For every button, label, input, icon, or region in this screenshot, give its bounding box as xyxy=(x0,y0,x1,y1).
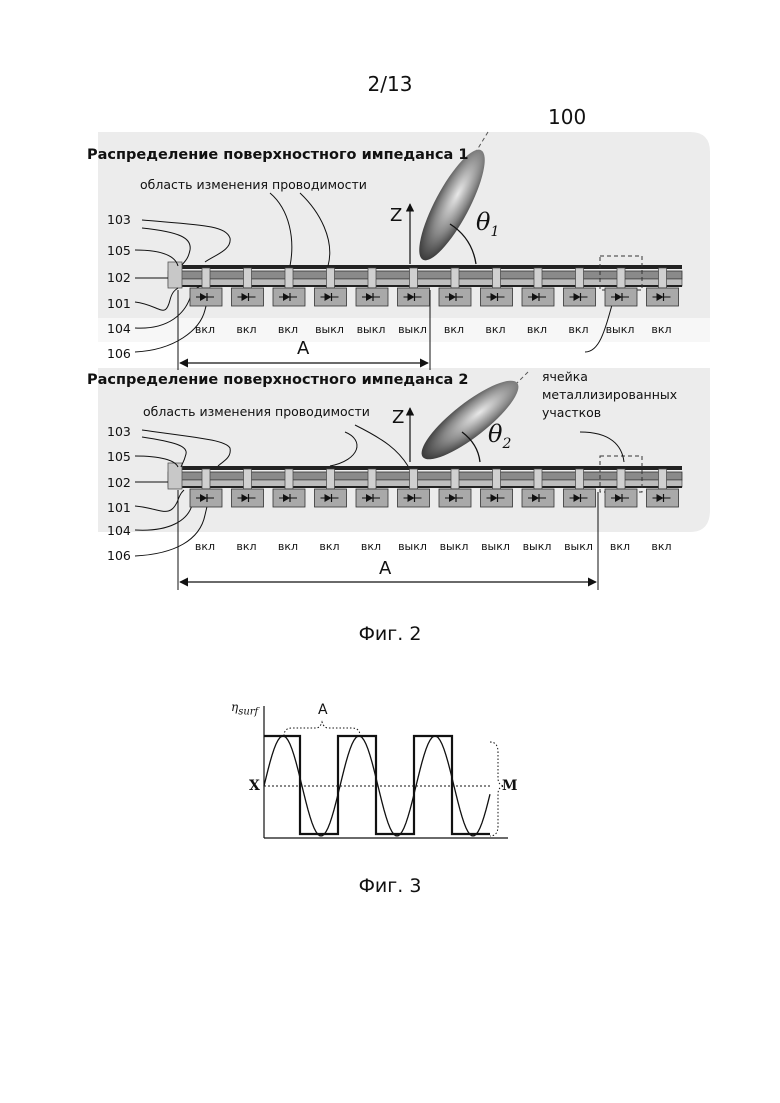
panel1-ref-106: 106 xyxy=(107,346,131,361)
panel2-title: Распределение поверхностного импеданса 2 xyxy=(87,372,468,388)
panel1-cell-state: вкл xyxy=(183,323,227,336)
panel2-via xyxy=(659,469,667,489)
panel1-ref-101: 101 xyxy=(107,296,131,311)
panel1-cell-state: вкл xyxy=(225,323,269,336)
panel1-via xyxy=(410,268,418,288)
panel2-via xyxy=(244,469,252,489)
panel1-via xyxy=(285,268,293,288)
panel1-cell-state: выкл xyxy=(308,323,352,336)
panel2-ref-104: 104 xyxy=(107,523,131,538)
figure-3-caption: Фиг. 3 xyxy=(0,875,780,897)
panel1-period-label: A xyxy=(297,338,309,359)
panel2-ref-103: 103 xyxy=(107,424,131,439)
panel2-ref-105: 105 xyxy=(107,449,131,464)
panel2-cell-state: вкл xyxy=(308,540,352,553)
panel1-white-band xyxy=(98,340,710,368)
panel2-ref-102: 102 xyxy=(107,475,131,490)
panel2-z-axis-label: Z xyxy=(392,407,404,428)
fig3-square-wave xyxy=(264,736,490,834)
cell-label-line-1: ячейка xyxy=(542,368,677,386)
panel2-ref-106: 106 xyxy=(107,548,131,563)
panel1-cell-state: вкл xyxy=(266,323,310,336)
panel2-angle-label: θ2 xyxy=(488,420,511,452)
panel1-cell-state: выкл xyxy=(391,323,435,336)
panel2-cell-state: выкл xyxy=(557,540,601,553)
panel1-cell-state: вкл xyxy=(557,323,601,336)
fig3-m-label: M xyxy=(502,778,518,794)
panel1-ref-105: 105 xyxy=(107,243,131,258)
panel1-via xyxy=(244,268,252,288)
panel2-via xyxy=(576,469,584,489)
panel2-via xyxy=(617,469,625,489)
panel1-ref-104: 104 xyxy=(107,321,131,336)
panel2-via xyxy=(534,469,542,489)
panel1-via xyxy=(327,268,335,288)
panel1-region-label: область изменения проводимости xyxy=(140,177,367,192)
panel2-via xyxy=(327,469,335,489)
panel1-cell-state: вкл xyxy=(432,323,476,336)
panel2-via xyxy=(202,469,210,489)
panel2-via xyxy=(410,469,418,489)
panel2-cell-state: выкл xyxy=(391,540,435,553)
panel1-cell-state: вкл xyxy=(640,323,684,336)
panel1-title: Распределение поверхностного импеданса 1 xyxy=(87,147,468,163)
cell-label-line-3: участков xyxy=(542,404,677,422)
panel2-cell-state: выкл xyxy=(515,540,559,553)
panel1-via xyxy=(451,268,459,288)
panel1-ref-102: 102 xyxy=(107,270,131,285)
panel1-angle-label: θ1 xyxy=(476,208,499,240)
panel1-via xyxy=(659,268,667,288)
panel1-cell-state: выкл xyxy=(349,323,393,336)
cell-label: ячейка металлизированных участков xyxy=(542,368,677,422)
panel2-cell-state: вкл xyxy=(598,540,642,553)
panel2-via xyxy=(451,469,459,489)
panel2-via xyxy=(285,469,293,489)
figure-2-caption: Фиг. 2 xyxy=(0,623,780,645)
panel1-cell-state: выкл xyxy=(598,323,642,336)
panel2-cell-state: вкл xyxy=(266,540,310,553)
panel2-ref-101: 101 xyxy=(107,500,131,515)
panel1-via xyxy=(534,268,542,288)
panel1-via xyxy=(617,268,625,288)
panel2-cell-state: выкл xyxy=(432,540,476,553)
panel2-via xyxy=(493,469,501,489)
panel1-z-axis-label: Z xyxy=(390,205,402,226)
panel2-cell-state: вкл xyxy=(225,540,269,553)
panel2-period-label: A xyxy=(379,558,391,579)
panel1-cell-state: вкл xyxy=(515,323,559,336)
fig3-y-axis-label: ηsurf xyxy=(231,700,258,717)
figure-3-diagram xyxy=(0,690,780,860)
panel2-cell-state: выкл xyxy=(474,540,518,553)
panel2-region-label: область изменения проводимости xyxy=(143,404,370,419)
panel1-cell-state: вкл xyxy=(474,323,518,336)
cell-label-line-2: металлизированных xyxy=(542,386,677,404)
panel2-cell-state: вкл xyxy=(640,540,684,553)
panel1-ref-103: 103 xyxy=(107,212,131,227)
panel1-via xyxy=(493,268,501,288)
panel1-via xyxy=(368,268,376,288)
panel1-via xyxy=(202,268,210,288)
panel2-via xyxy=(368,469,376,489)
panel2-cell-state: вкл xyxy=(183,540,227,553)
panel1-via xyxy=(576,268,584,288)
fig3-period-label: A xyxy=(318,702,328,718)
fig3-x-label: X xyxy=(249,778,260,794)
fig3-period-brace xyxy=(284,722,360,736)
panel2-cell-state: вкл xyxy=(349,540,393,553)
